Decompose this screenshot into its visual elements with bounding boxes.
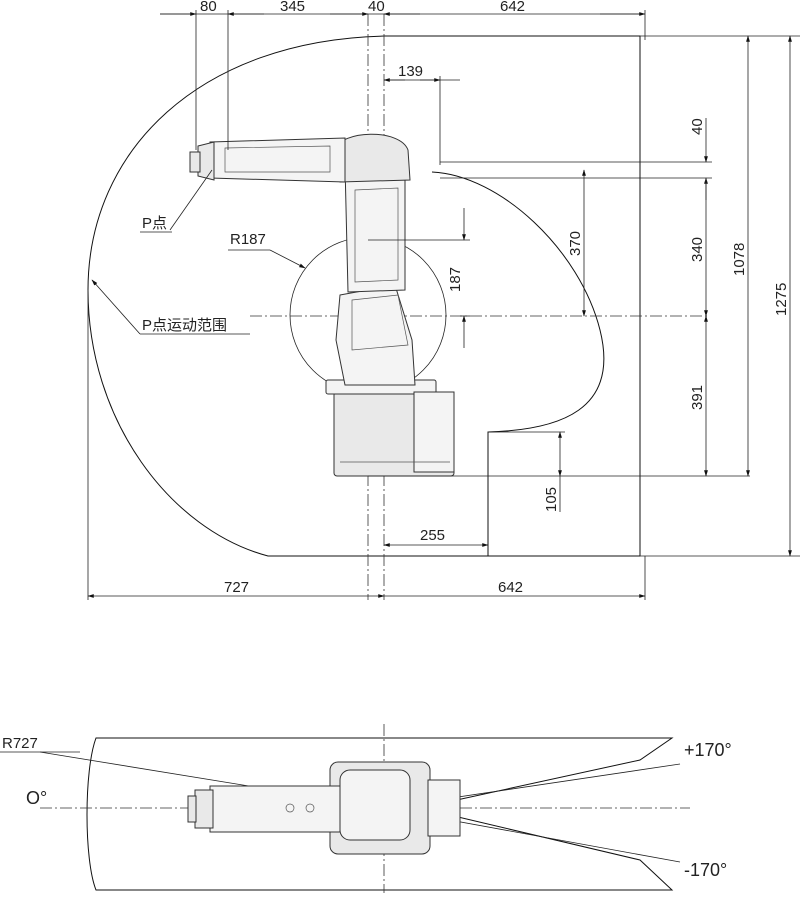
- dim-right-370: 370: [567, 231, 584, 256]
- top-robot-joint: [339, 769, 411, 841]
- top-robot-base-right: [427, 779, 461, 837]
- dim-top-40: 40: [368, 0, 385, 15]
- robot-lower-arm: [335, 284, 416, 386]
- r727-label: R727: [2, 735, 38, 752]
- dim-right-340: 340: [689, 237, 706, 262]
- angle-pos-label: +170°: [684, 740, 732, 760]
- dim-bottom-642: 642: [498, 579, 523, 596]
- robot-elbow: [334, 133, 411, 183]
- top-robot-wrist: [194, 789, 214, 829]
- angle-neg-label: -170°: [684, 860, 727, 880]
- dim-139: 139: [398, 63, 423, 80]
- robot-base-side: [413, 391, 455, 473]
- dim-bottom-727: 727: [224, 579, 249, 596]
- dim-right-40: 40: [689, 118, 706, 135]
- p-point-label: P点: [142, 215, 167, 232]
- dim-right-1275: 1275: [773, 283, 790, 316]
- top-view: R727 O° +170° -170°: [0, 724, 732, 893]
- top-robot-forearm: [209, 785, 341, 833]
- angle-zero-label: O°: [26, 788, 47, 808]
- top-robot-flange: [187, 795, 197, 823]
- dim-right-1078: 1078: [731, 243, 748, 276]
- dim-top-80: 80: [200, 0, 217, 15]
- robot-flange: [189, 151, 201, 173]
- dim-right-105: 105: [543, 487, 560, 512]
- motion-range-label: P点运动范围: [142, 317, 227, 334]
- dim-right-391: 391: [689, 385, 706, 410]
- robot-forearm: [209, 137, 346, 183]
- r187-label: R187: [230, 231, 266, 248]
- dim-right-187: 187: [447, 267, 464, 292]
- top-workspace-envelope: [86, 737, 674, 891]
- side-view: P点 R187 P点运动范围 80 345 40 642 139: [87, 0, 800, 600]
- workspace-envelope: [87, 35, 641, 557]
- dim-bottom-255: 255: [420, 527, 445, 544]
- dim-top-345: 345: [280, 0, 305, 15]
- dim-top-642: 642: [500, 0, 525, 15]
- inner-envelope: [431, 171, 605, 556]
